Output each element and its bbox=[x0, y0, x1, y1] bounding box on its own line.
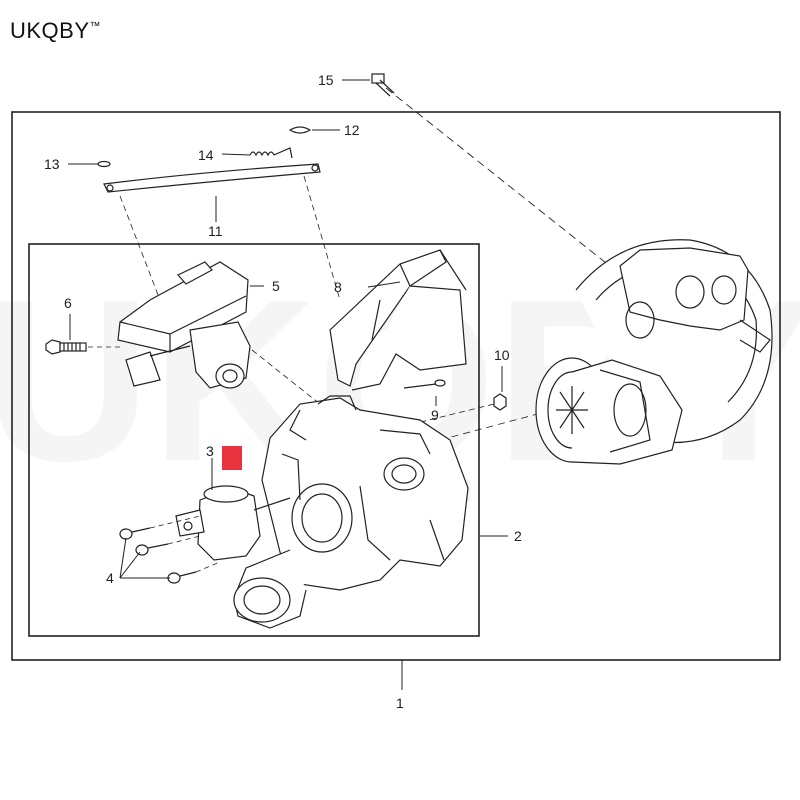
bolt-4-icon-c bbox=[167, 571, 197, 584]
callout-14: 14 bbox=[198, 147, 214, 163]
callout-1: 1 bbox=[396, 695, 404, 711]
bolt-9-icon bbox=[403, 379, 446, 389]
electric-actuator-icon bbox=[117, 261, 251, 389]
callout-2: 2 bbox=[514, 528, 522, 544]
trademark-symbol: ™ bbox=[89, 20, 102, 33]
nut-icon bbox=[493, 393, 507, 411]
assembly-line-5 bbox=[251, 349, 321, 405]
inner-housing-frame bbox=[28, 243, 480, 637]
bolt-6-icon bbox=[45, 339, 87, 355]
bolt-15-icon bbox=[371, 73, 395, 97]
outer-assembly-frame bbox=[11, 111, 781, 661]
brand-name: UKQBY bbox=[10, 18, 90, 43]
clip-12-icon bbox=[288, 126, 312, 134]
callout-15: 15 bbox=[318, 72, 334, 88]
bolt-4-icon-b bbox=[135, 543, 169, 556]
callout-9: 9 bbox=[431, 407, 439, 423]
callout-11: 11 bbox=[208, 223, 223, 239]
callout-5: 5 bbox=[272, 278, 280, 294]
callout-10: 10 bbox=[494, 347, 510, 363]
callout-13: 13 bbox=[44, 156, 60, 172]
leader-lines bbox=[68, 79, 508, 690]
callout-8: 8 bbox=[334, 279, 342, 295]
linkage-rod-icon bbox=[103, 163, 321, 193]
callout-3: 3 bbox=[206, 443, 214, 459]
callout-labels: 1 2 3 4 5 6 8 9 10 11 12 13 14 15 bbox=[44, 72, 522, 711]
assembly-line-4 bbox=[149, 515, 221, 573]
clip-13-icon bbox=[97, 160, 111, 168]
turbine-housing-icon bbox=[233, 395, 469, 629]
brand-logo: UKQBY™ bbox=[10, 18, 101, 44]
center-cartridge-icon bbox=[535, 357, 683, 465]
highlight-marker bbox=[222, 446, 242, 470]
assembly-line-11 bbox=[119, 175, 341, 301]
spring-icon bbox=[249, 147, 293, 159]
bolt-4-icon-a bbox=[119, 527, 151, 540]
compressor-housing-icon bbox=[575, 239, 773, 443]
callout-6: 6 bbox=[64, 295, 72, 311]
callout-12: 12 bbox=[344, 122, 360, 138]
assembly-line-15 bbox=[385, 87, 641, 291]
wastegate-actuator-icon bbox=[175, 485, 291, 561]
heat-shield-icon bbox=[329, 249, 467, 391]
assembly-line-turbo bbox=[439, 407, 561, 441]
callout-4: 4 bbox=[106, 570, 114, 586]
